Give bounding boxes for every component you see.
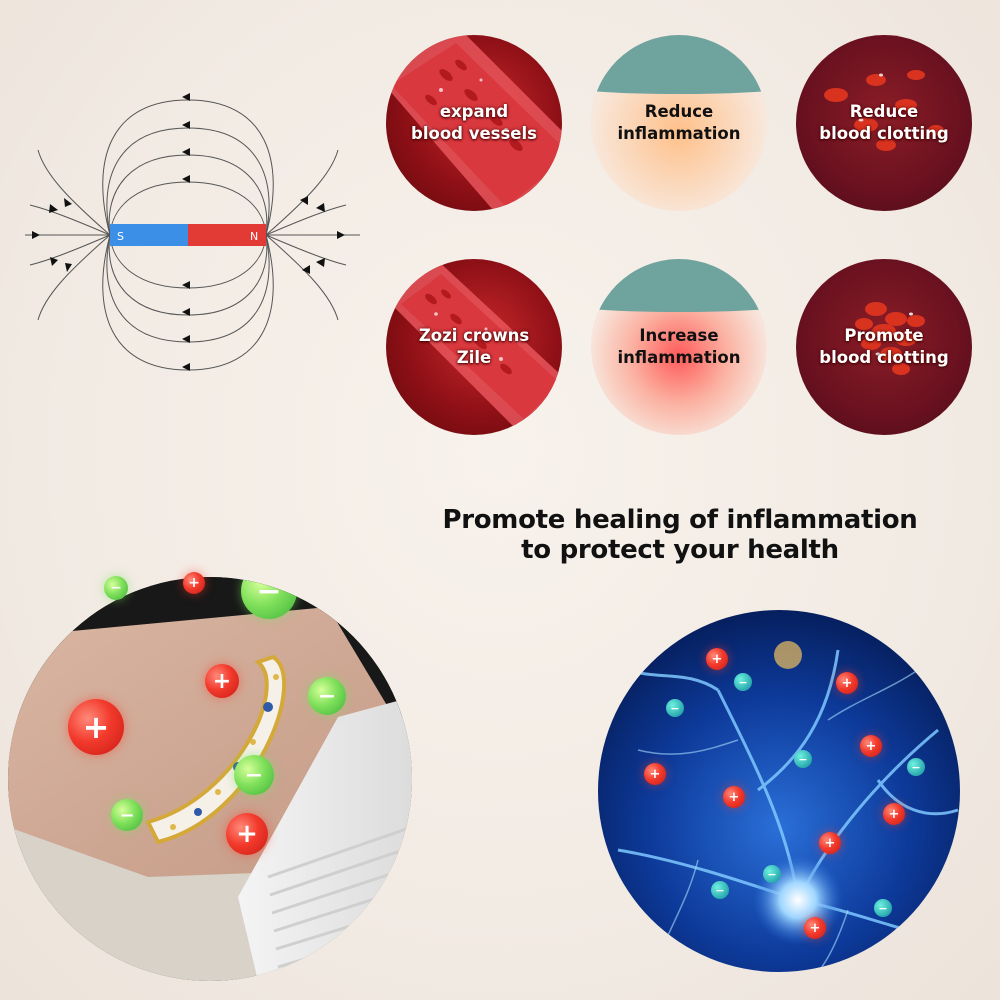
negative-ion-orb: −	[874, 899, 892, 917]
positive-ion-orb: +	[183, 572, 205, 594]
positive-ion-orb: +	[804, 917, 826, 939]
effect-line2: inflammation	[617, 124, 741, 143]
positive-ion-orb: +	[819, 832, 841, 854]
effect-line1: Reduce	[849, 102, 919, 121]
negative-ion-orb: −	[234, 755, 274, 795]
clumped-blood-cells-illustration	[855, 302, 925, 375]
narrow-blood-vessel-illustration	[386, 259, 562, 435]
magnetic-field-diagram: S N	[20, 80, 370, 390]
negative-ion-orb: −	[794, 750, 812, 768]
headline-line2: to protect your health	[521, 535, 839, 565]
effect-line1: Promote	[844, 326, 924, 345]
effect-line2: blood clotting	[819, 124, 949, 143]
effect-line1: Increase	[639, 326, 719, 345]
negative-ion-orb: −	[734, 673, 752, 691]
positive-ion-orb: +	[883, 803, 905, 825]
positive-ion-orb: +	[706, 648, 728, 670]
blood-vessel-illustration	[386, 35, 562, 211]
magnet-south-pole	[110, 224, 188, 246]
positive-ion-orb: +	[226, 813, 268, 855]
bracelet-on-wrist-image: + + + − − − −	[8, 577, 412, 981]
effect-increase-inflammation: Increase inflammation	[591, 259, 767, 435]
magnetic-field-lines: S N	[25, 93, 360, 371]
south-pole-label: S	[117, 230, 124, 243]
inflamed-skin-illustration	[591, 259, 767, 435]
negative-ion-orb: −	[763, 865, 781, 883]
positive-ion-orb: +	[860, 735, 882, 757]
positive-ion-orb: +	[723, 786, 745, 808]
positive-ion-orb: +	[644, 763, 666, 785]
effect-line2: inflammation	[617, 348, 741, 367]
negative-ion-orb: −	[308, 677, 346, 715]
negative-ion-orb: −	[111, 799, 143, 831]
neuron-network-illustration	[598, 610, 960, 972]
effect-promote-blood-clotting: Promote blood clotting	[796, 259, 972, 435]
effect-zozi-crowns-zile: Zozi crowns Zile	[386, 259, 562, 435]
negative-ion-orb: −	[711, 881, 729, 899]
neuron-ion-image: + + + + + + + + − − − − − − −	[598, 610, 960, 972]
positive-ion-orb: +	[68, 699, 124, 755]
magnet-north-pole	[188, 224, 266, 246]
effect-line1: expand	[439, 102, 509, 121]
effect-reduce-blood-clotting: Reduce blood clotting	[796, 35, 972, 211]
positive-ion-orb: +	[205, 664, 239, 698]
negative-ion-orb: −	[907, 758, 925, 776]
effect-reduce-inflammation: Reduce inflammation	[591, 35, 767, 211]
effect-line1: Zozi crowns	[418, 326, 530, 345]
north-pole-label: N	[250, 230, 258, 243]
effect-line2: blood vessels	[411, 124, 537, 143]
bracelet-wrist-illustration	[8, 577, 412, 981]
calm-skin-illustration	[591, 35, 767, 211]
effect-expand-blood-vessels: expand blood vessels	[386, 35, 562, 211]
effect-line2: Zile	[456, 348, 492, 367]
positive-ion-orb: +	[836, 672, 858, 694]
negative-ion-orb: −	[104, 576, 128, 600]
effect-line2: blood clotting	[819, 348, 949, 367]
headline: Promote healing of inflammation to prote…	[380, 505, 980, 565]
effect-line1: Reduce	[644, 102, 714, 121]
negative-ion-orb: −	[666, 699, 684, 717]
headline-line1: Promote healing of inflammation	[442, 505, 918, 535]
scattered-blood-cells-illustration	[824, 70, 944, 151]
